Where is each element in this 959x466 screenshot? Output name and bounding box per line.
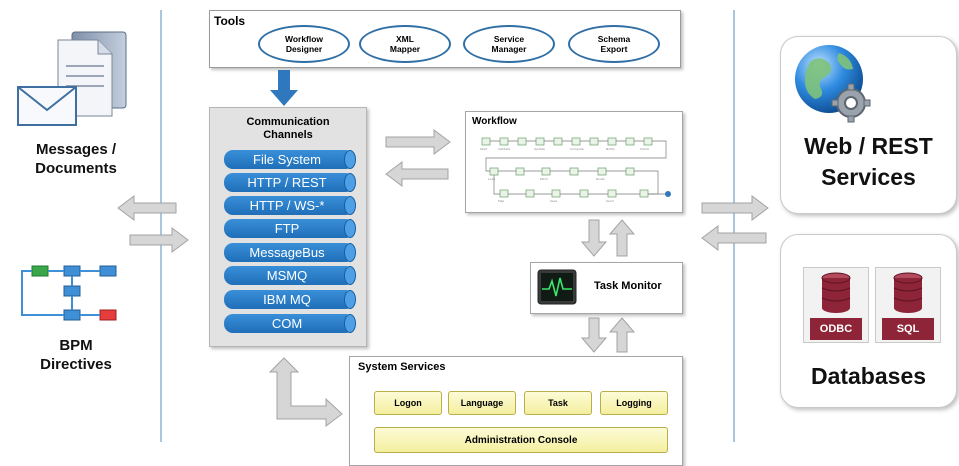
system-services-title: System Services: [358, 361, 446, 373]
channel-msmq[interactable]: MSMQ: [224, 266, 356, 285]
messages-label-line2: Documents: [35, 160, 117, 177]
tool-line2: Manager: [491, 44, 527, 54]
envelope-icon: [17, 86, 77, 126]
svg-text:Map: Map: [498, 199, 504, 203]
task-monitor-title: Task Monitor: [594, 280, 662, 292]
messages-documents-label: Messages / Documents: [14, 140, 138, 178]
service-language[interactable]: Language: [448, 391, 516, 415]
svg-text:Notify: Notify: [606, 147, 615, 151]
channel-http-ws[interactable]: HTTP / WS-*: [224, 196, 356, 215]
administration-console[interactable]: Administration Console: [374, 427, 668, 453]
svg-text:Compute: Compute: [570, 147, 584, 151]
comm-workflow-arrows: [384, 126, 452, 188]
svg-text:Fetch: Fetch: [540, 177, 548, 181]
channel-messagebus[interactable]: MessageBus: [224, 243, 356, 262]
bpm-directives-label: BPM Directives: [14, 336, 138, 374]
tool-line1: Workflow: [284, 34, 324, 44]
web-label-line2: Services: [821, 164, 916, 190]
communication-title: Communication Channels: [210, 116, 366, 142]
channel-http-rest[interactable]: HTTP / REST: [224, 173, 356, 192]
svg-text:Check: Check: [640, 147, 649, 151]
tools-title: Tools: [214, 14, 246, 28]
sql-label: SQL: [882, 318, 934, 340]
service-logging[interactable]: Logging: [600, 391, 668, 415]
left-divider: [160, 10, 162, 442]
tool-line2: Export: [600, 44, 628, 54]
odbc-database-icon: ODBC: [803, 267, 869, 343]
channel-com[interactable]: COM: [224, 314, 356, 333]
left-double-arrow: [116, 192, 190, 258]
comm-title-line2: Channels: [263, 129, 313, 141]
svg-text:Validate: Validate: [498, 147, 510, 151]
bpm-label-line1: BPM: [59, 337, 93, 354]
web-rest-services-label: Web / REST Services: [781, 131, 956, 193]
tool-line1: Schema: [597, 34, 631, 44]
task-monitor-panel: Task Monitor: [530, 262, 683, 314]
svg-text:Start: Start: [480, 147, 488, 151]
web-rest-services-panel: Web / REST Services: [780, 36, 957, 214]
right-double-arrow: [700, 190, 770, 256]
channel-ibm-mq[interactable]: IBM MQ: [224, 290, 356, 309]
workflow-taskmonitor-arrows: [580, 218, 636, 258]
comm-services-elbow-arrow: [264, 356, 346, 428]
messages-label-line1: Messages /: [35, 141, 117, 158]
workflow-diagram: Start Validate Update Compute Notify Check L…: [480, 137, 671, 203]
workflow-panel: Workflow Start Validate Update Compute Noti…: [465, 111, 683, 213]
right-divider: [733, 10, 735, 442]
bpm-label-line2: Directives: [40, 356, 112, 373]
tool-line2: Mapper: [389, 44, 421, 54]
channel-file-system[interactable]: File System: [224, 150, 356, 169]
communication-channels-panel: Communication Channels File System HTTP …: [209, 107, 367, 347]
tool-line1: Service: [493, 34, 525, 44]
workflow-title: Workflow: [472, 116, 517, 127]
monitor-icon: [537, 269, 577, 305]
odbc-label: ODBC: [810, 318, 862, 340]
service-task[interactable]: Task: [524, 391, 592, 415]
svg-text:Save: Save: [550, 199, 558, 203]
databases-panel: ODBC SQL Databases: [780, 234, 957, 408]
svg-text:Update: Update: [534, 147, 545, 151]
tool-line2: Designer: [285, 44, 323, 54]
databases-label: Databases: [810, 363, 927, 389]
svg-text:Route: Route: [596, 177, 605, 181]
globe-gear-icon: [791, 41, 875, 125]
down-arrow-icon: [270, 70, 298, 106]
system-services-panel: System Services Logon Language Task Logg…: [349, 356, 683, 466]
tool-line1: XML: [396, 34, 414, 44]
comm-title-line1: Communication: [246, 116, 330, 128]
taskmonitor-services-arrows: [580, 316, 636, 354]
documents-icon: [18, 22, 138, 140]
channel-ftp[interactable]: FTP: [224, 219, 356, 238]
svg-text:Send: Send: [606, 199, 614, 203]
web-label-line1: Web / REST: [804, 133, 933, 159]
service-logon[interactable]: Logon: [374, 391, 442, 415]
bpm-diagram-icon: [12, 252, 130, 334]
sql-database-icon: SQL: [875, 267, 941, 343]
svg-text:Load: Load: [488, 177, 495, 181]
